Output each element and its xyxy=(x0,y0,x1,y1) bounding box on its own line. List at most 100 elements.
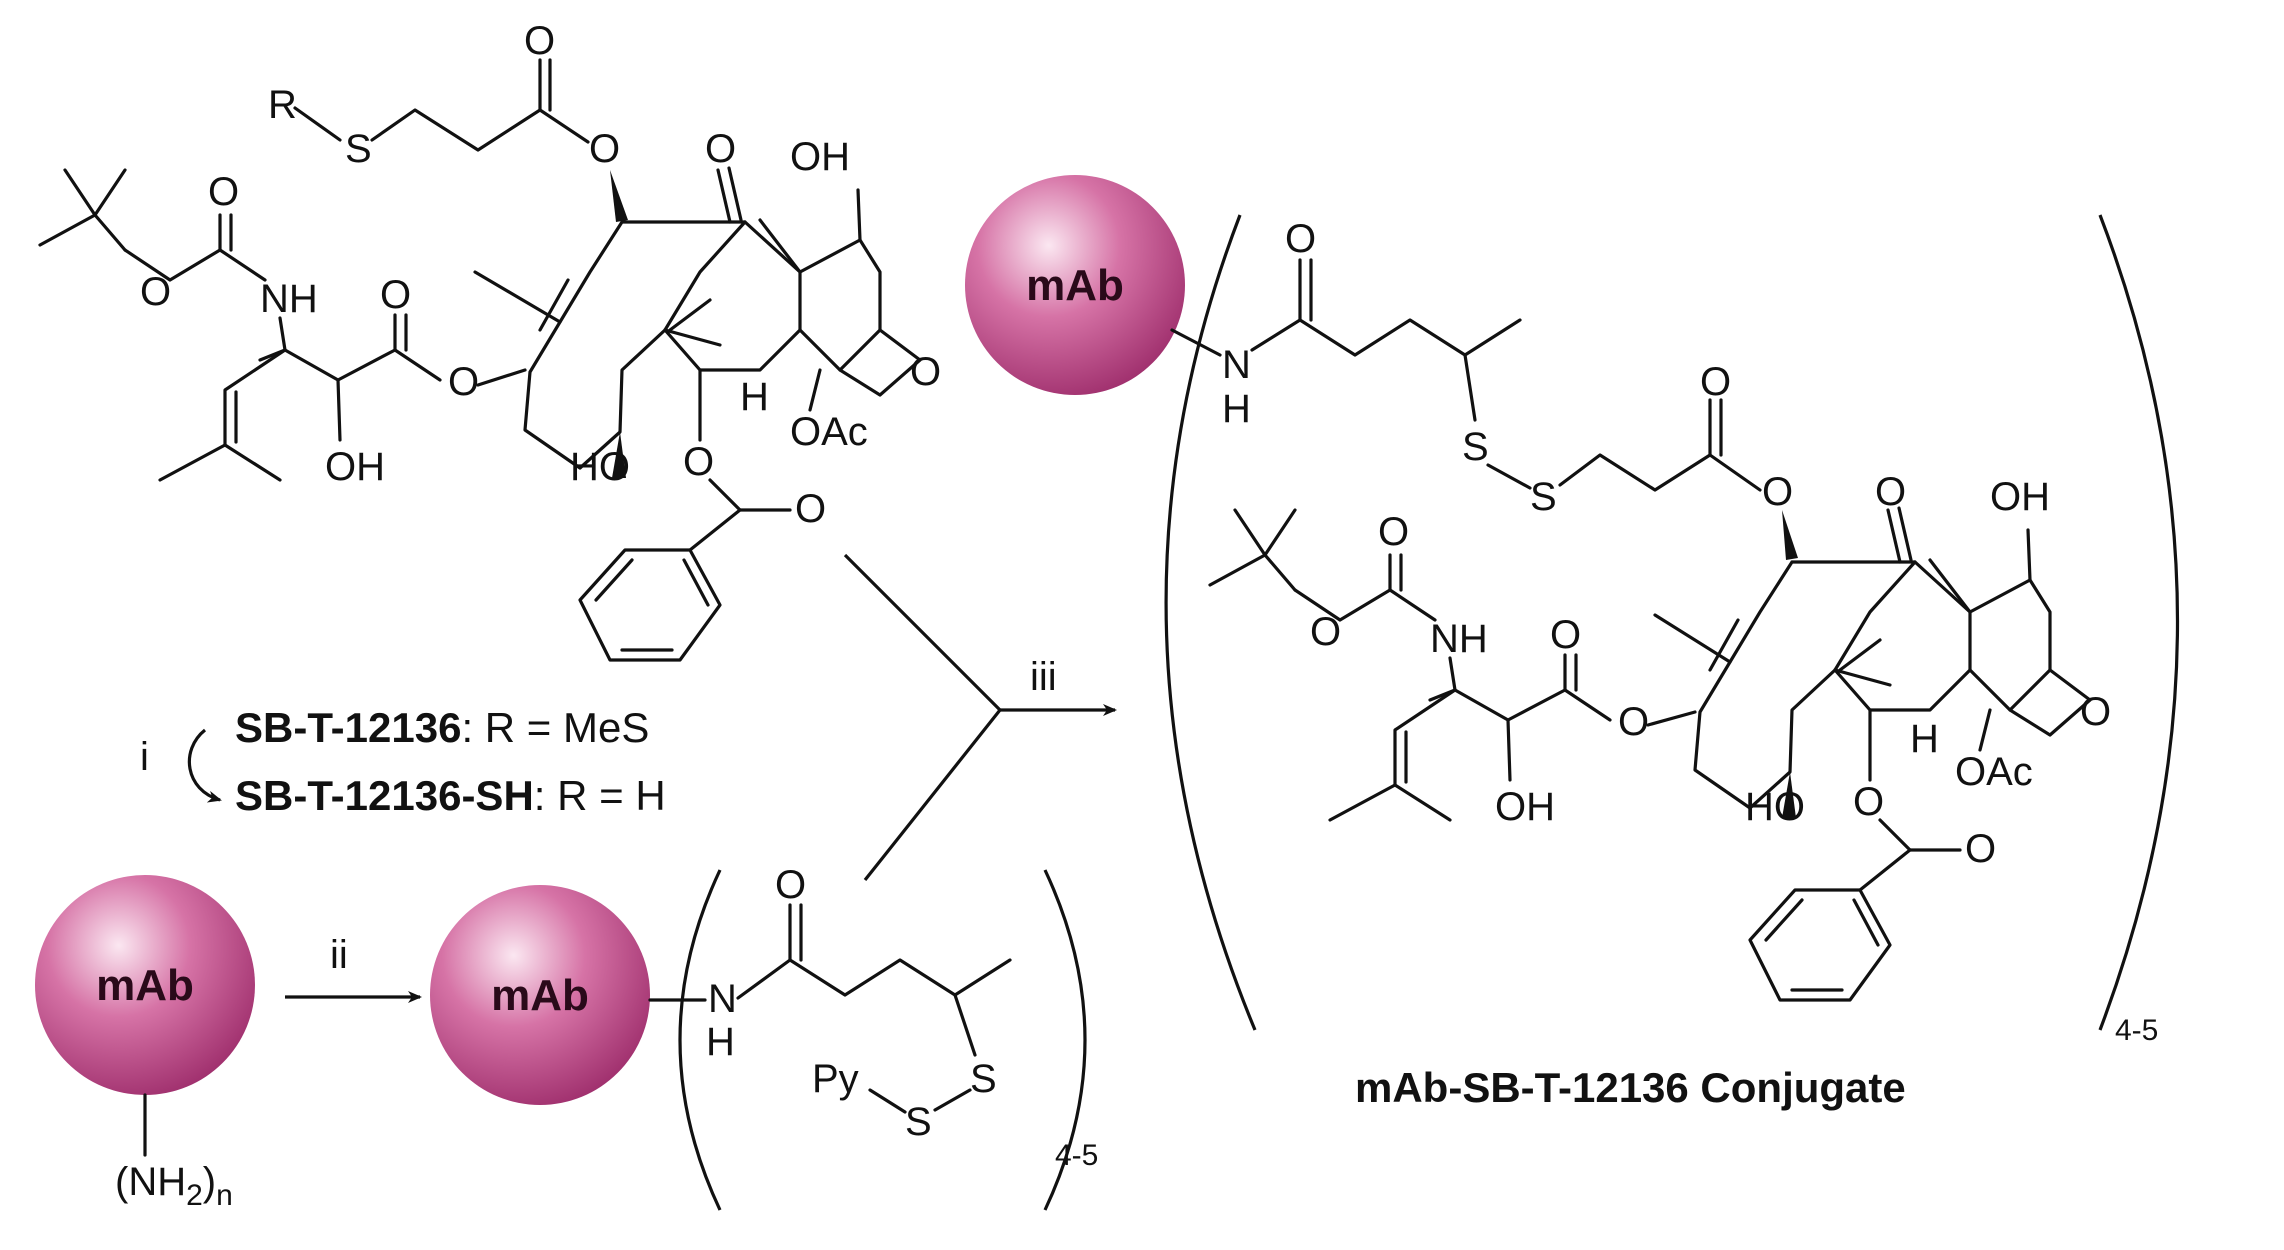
bond-boc-right xyxy=(1293,588,1437,622)
atom-o-bz-carbonyl-top: O xyxy=(795,487,826,531)
bond-side-chain xyxy=(258,348,442,382)
bond-tbu-3 xyxy=(93,168,127,217)
benzene-top xyxy=(578,548,722,662)
bond-ketone xyxy=(716,168,732,224)
bond-oxetane-right xyxy=(2008,668,2092,737)
subscript-45-mid: 4-5 xyxy=(1055,1139,1098,1172)
bond-ss-right xyxy=(1486,463,1532,490)
benzene-right xyxy=(1748,888,1892,1002)
bond-side-o xyxy=(476,368,527,387)
atom-o-boc-carbonyl: O xyxy=(208,170,239,214)
bond-methyl-gem-2 xyxy=(663,328,722,347)
atom-o-ester-side-right: O xyxy=(1618,700,1649,744)
bond-gem-right-2 xyxy=(1833,668,1892,687)
bond-oh-right xyxy=(2026,528,2032,582)
atom-r: R xyxy=(268,83,297,127)
atom-s: S xyxy=(345,127,372,171)
subscript-45-right: 4-5 xyxy=(2115,1014,2158,1047)
bond-gem-right-1 xyxy=(1838,638,1882,672)
atom-o-ester-side: O xyxy=(448,360,479,404)
bond-core-right-a xyxy=(1693,560,1917,810)
bond-linker-mid-s xyxy=(953,993,977,1057)
atom-s-right-2: S xyxy=(1530,475,1557,519)
bond-side-chain-right xyxy=(1428,688,1612,722)
bond-ketone-right xyxy=(1886,508,1902,564)
bond-tbu xyxy=(93,213,127,252)
wedge-ho-right xyxy=(1782,772,1796,818)
compound-sb1: SB-T-12136: R = MeS xyxy=(235,704,649,751)
bond-linker-right-s xyxy=(1463,353,1477,422)
atom-o-side-carbonyl-right: O xyxy=(1550,613,1581,657)
wedge-right xyxy=(1782,510,1798,560)
paren-right-right xyxy=(2098,214,2180,1031)
step-iii-label: iii xyxy=(1030,655,1057,699)
atom-o-oxetane: O xyxy=(910,350,941,394)
bond-chain-top-2 xyxy=(370,108,590,152)
atom-oac-top: OAc xyxy=(790,410,868,454)
bond-methyl-core xyxy=(758,218,802,274)
paren-left-right xyxy=(1164,214,1257,1031)
benzene-top-db1 xyxy=(594,558,634,602)
label-py: Py xyxy=(812,1057,859,1101)
step-ii-label: ii xyxy=(330,933,348,977)
atom-o-ester-top: O xyxy=(589,127,620,171)
conjugate-structure: mAb 4-5 N H O S S O O O O OH xyxy=(965,175,2180,1047)
bond-tbu-right-2 xyxy=(1233,508,1267,557)
bond-linker-right-2 xyxy=(1558,453,1762,492)
bond-tbu-right-3 xyxy=(1263,508,1297,557)
atom-s-right-1: S xyxy=(1462,425,1489,469)
bond-side-nh xyxy=(278,316,287,352)
bond-ss-mid xyxy=(933,1088,972,1112)
bond-side-o-right xyxy=(1646,710,1697,727)
wedge-top xyxy=(610,170,628,222)
bond-side-nh-right xyxy=(1448,656,1457,692)
sb-t-12136-structure: R S O O O O OH H OAc HO O O xyxy=(38,19,941,662)
bond-benzoyl-right xyxy=(1878,818,1962,852)
bond-bz-ring-right xyxy=(1858,848,1912,892)
bond-benzoyl-top xyxy=(708,478,792,512)
atom-n-mid: N xyxy=(708,977,737,1021)
bond-linker-mid xyxy=(736,958,1012,1000)
atom-h-mid: H xyxy=(706,1020,735,1064)
bond-oac-right xyxy=(1978,708,1992,752)
atom-o-linker-mid: O xyxy=(775,863,806,907)
bond-methyl-right xyxy=(1653,613,1732,664)
bond-core-right-b xyxy=(1833,560,1972,712)
atom-nh-side: NH xyxy=(260,277,318,321)
atom-h-right: H xyxy=(1222,387,1251,431)
mab-linker-intermediate: mAb N H O S S Py 4-5 xyxy=(430,863,1098,1211)
bond-oac-top xyxy=(808,368,822,412)
bond-side-prenyl xyxy=(158,348,287,482)
bond-core-right-db xyxy=(1708,618,1740,672)
bond-mab-nh-right xyxy=(1170,328,1222,357)
mab-left: mAb (NH2)n xyxy=(35,875,255,1212)
bond-oxetane xyxy=(838,328,922,397)
bond-methyl-left xyxy=(473,270,562,324)
atom-o-bz-carbonyl-right: O xyxy=(1965,827,1996,871)
atom-o-ketone: O xyxy=(705,127,736,171)
step-i-label: i xyxy=(140,735,149,779)
atom-h-core-right: H xyxy=(1910,717,1939,761)
bond-core-ring-b xyxy=(663,220,802,372)
bond-tbu-right xyxy=(1263,553,1297,592)
conjugate-title: mAb-SB-T-12136 Conjugate xyxy=(1355,1064,1906,1111)
atom-o-linker-right-2: O xyxy=(1700,360,1731,404)
bond-double-ring xyxy=(538,278,570,332)
bond-oh-top xyxy=(856,188,862,242)
bond-core-right-c xyxy=(1968,578,2052,712)
atom-o-linker-right: O xyxy=(1285,217,1316,261)
bond-boc xyxy=(123,248,267,282)
atom-oh-top: OH xyxy=(790,135,850,179)
step-i-arrow xyxy=(187,728,222,803)
atom-o-boc-carbonyl-right: O xyxy=(1378,510,1409,554)
mab-label-middle: mAb xyxy=(491,971,589,1020)
bond-side-prenyl-me xyxy=(223,443,282,482)
bond-linker-right xyxy=(1250,318,1522,357)
bond-tbu-right-1 xyxy=(1208,553,1267,587)
atom-oac-right: OAc xyxy=(1955,750,2033,794)
bond-tbu-1 xyxy=(38,213,97,247)
bond-core-ring-a xyxy=(523,220,747,470)
compound-sb2: SB-T-12136-SH: R = H xyxy=(235,772,666,819)
mab-ball-middle xyxy=(430,885,650,1105)
bond-s-py xyxy=(868,1088,907,1114)
